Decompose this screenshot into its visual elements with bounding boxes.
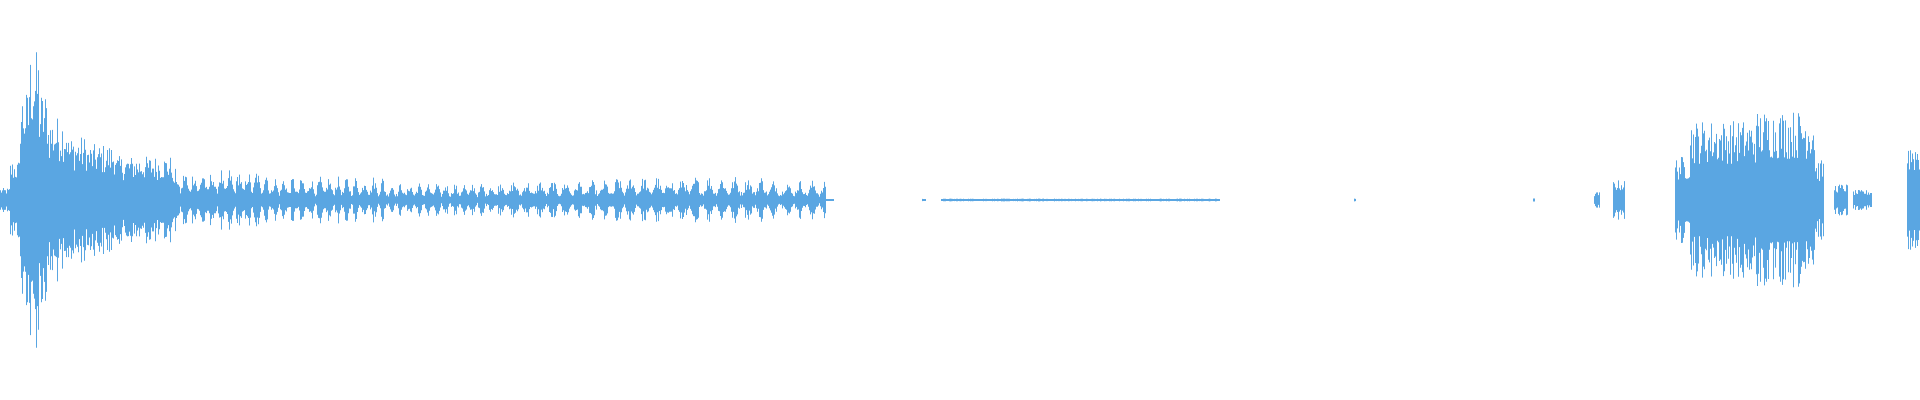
waveform-amplitude: [0, 52, 1920, 348]
waveform-bars: [0, 52, 1920, 348]
